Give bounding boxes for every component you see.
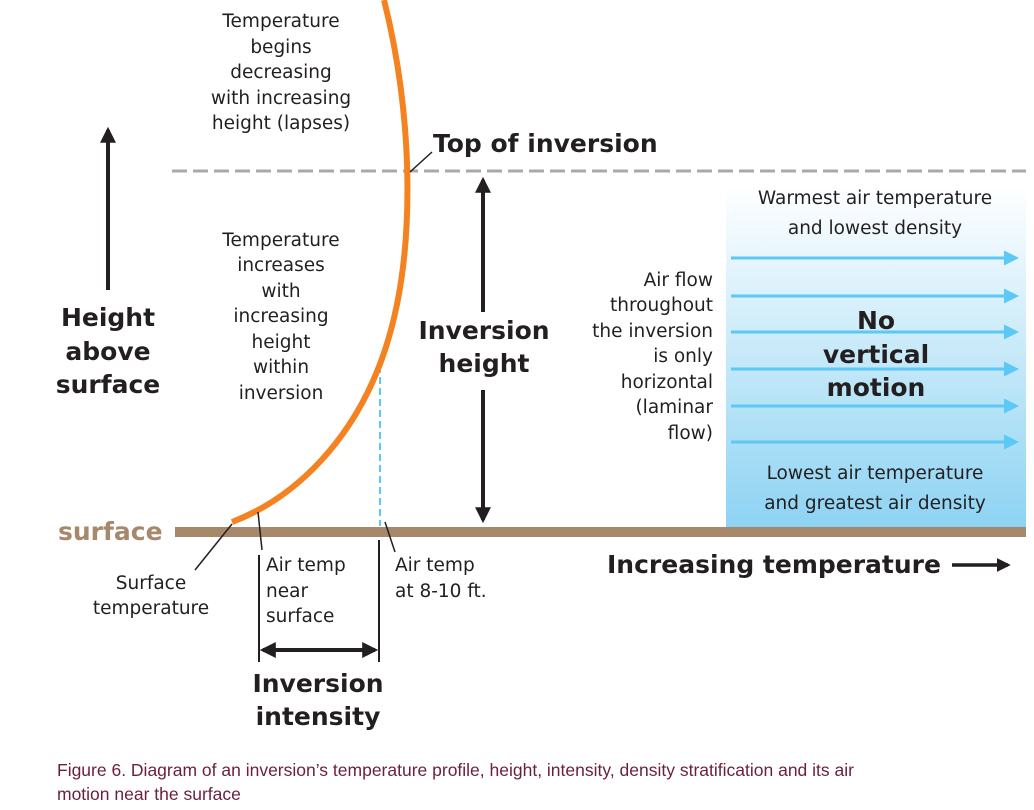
no-vertical-motion-label: motion [827, 373, 926, 402]
warmest-label: Warmest air temperature [758, 188, 992, 209]
near-surface-label: surface [266, 606, 334, 627]
8-10ft-label: at 8-10 ft. [395, 581, 487, 602]
inversion-intensity-label: Inversion [252, 669, 383, 698]
surface-label: surface [58, 517, 163, 546]
increasing-temperature-label: Increasing temperature [607, 550, 941, 579]
no-vertical-motion-label: No [857, 306, 895, 335]
temperature-profile-curve [230, 0, 411, 525]
figure-caption: Figure 6. Diagram of an inversion’s temp… [57, 760, 854, 780]
surface-temp-leader [194, 523, 233, 571]
increase-label: with [261, 281, 300, 302]
surface-temp-label: temperature [93, 598, 209, 619]
density-gradient-box [726, 186, 1026, 528]
lapse-label: with increasing [211, 88, 351, 109]
lapse-label: Temperature [221, 11, 339, 32]
lapse-label: height (lapses) [212, 113, 350, 134]
near-surface-label: Air temp [266, 555, 346, 576]
air-flow-label: the inversion [592, 321, 713, 342]
8-10ft-label: Air temp [395, 555, 475, 576]
top-of-inversion-label: Top of inversion [433, 129, 658, 158]
air-flow-label: (laminar [635, 397, 713, 418]
height-above-surface-label: above [65, 337, 150, 366]
inversion-intensity-label: intensity [256, 702, 381, 731]
lowest-label: and greatest air density [764, 493, 986, 514]
air-flow-label: horizontal [621, 372, 713, 393]
height-above-surface-label: surface [56, 370, 161, 399]
increase-label: within [253, 357, 309, 378]
lapse-label: decreasing [230, 62, 331, 83]
increase-label: height [252, 332, 311, 353]
increase-label: increases [237, 255, 325, 276]
air-flow-label: is only [653, 346, 713, 367]
no-vertical-motion-label: vertical [823, 340, 929, 369]
8-10ft-leader [384, 521, 396, 553]
laminar-flow-arrows [731, 250, 1019, 450]
increase-label: Temperature [221, 230, 339, 251]
lapse-label: begins [250, 37, 311, 58]
figure-caption: motion near the surface [57, 784, 241, 804]
near-surface-label: near [266, 581, 308, 602]
surface-bar [175, 527, 1026, 537]
air-flow-label: Air flow [644, 270, 713, 291]
height-above-surface-label: Height [61, 303, 155, 332]
inversion-height-label: height [439, 349, 530, 378]
lowest-label: Lowest air temperature [767, 463, 984, 484]
surface-temp-label: Surface [116, 573, 186, 594]
air-flow-label: throughout [610, 295, 713, 316]
air-flow-label: flow) [668, 423, 713, 444]
near-surface-leader [257, 511, 263, 551]
top-leader-line [409, 151, 433, 173]
inversion-height-label: Inversion [418, 316, 549, 345]
increase-label: inversion [239, 383, 324, 404]
warmest-label: and lowest density [788, 218, 962, 239]
increase-label: increasing [233, 306, 328, 327]
